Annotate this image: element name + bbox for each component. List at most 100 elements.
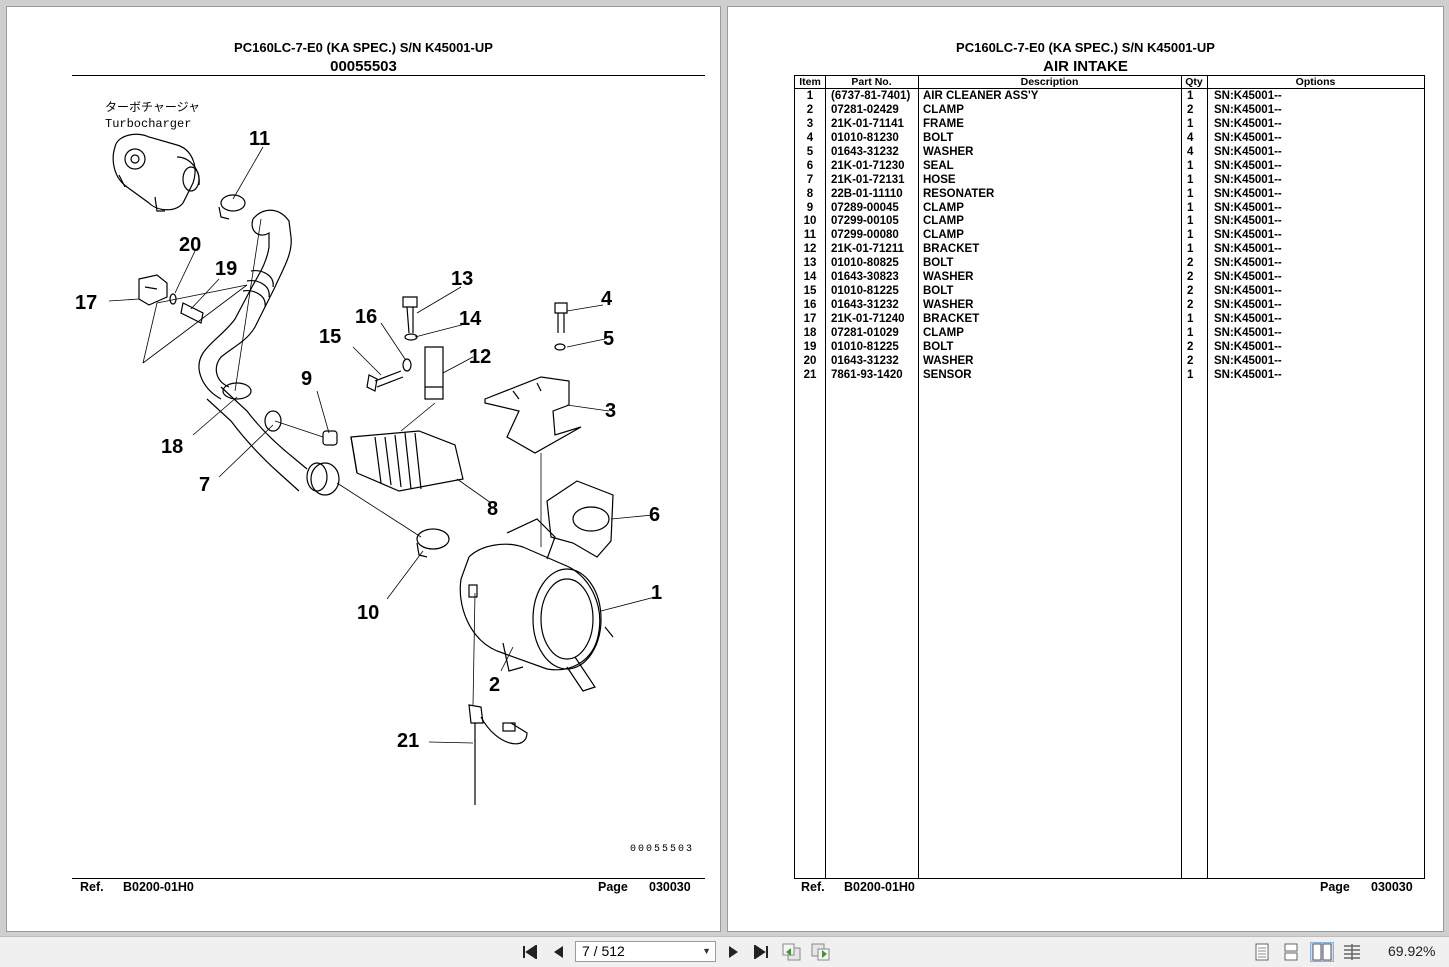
part-no-cell: 21K-01-71141 <box>831 117 904 130</box>
options-cell: SN:K45001-- <box>1214 173 1282 186</box>
options-cell: SN:K45001-- <box>1214 201 1282 214</box>
prev-page-icon[interactable] <box>548 942 568 962</box>
qty-cell: 1 <box>1187 215 1194 228</box>
description-cell: WASHER <box>923 354 974 367</box>
continuous-icon[interactable] <box>1281 942 1301 962</box>
callout-1: 1 <box>651 582 662 604</box>
qty-cell: 1 <box>1187 229 1194 242</box>
qty-cell: 1 <box>1187 326 1194 339</box>
item-cell: 7 <box>806 173 814 186</box>
part-no-cell: 07281-01029 <box>831 326 899 339</box>
callout-14: 14 <box>459 308 482 330</box>
page-title: PC160LC-7-E0 (KA SPEC.) S/N K45001-UP <box>234 40 493 55</box>
turbocharger-label-en: Turbocharger <box>105 117 191 131</box>
description-cell: AIR CLEANER ASS'Y <box>923 90 1039 102</box>
part-no-cell: 21K-01-71240 <box>831 313 905 325</box>
qty-cell: 1 <box>1187 159 1194 172</box>
description-cell: CLAMP <box>923 229 964 242</box>
item-cell: 10 <box>803 215 817 228</box>
ref-label: Ref. <box>801 880 825 894</box>
options-cell: SN:K45001-- <box>1214 299 1282 312</box>
chevron-down-icon[interactable]: ▼ <box>702 946 711 956</box>
next-view-icon[interactable] <box>810 942 832 962</box>
callout-8: 8 <box>487 498 498 520</box>
zoom-level[interactable]: 69.92% <box>1388 943 1436 959</box>
options-cell: SN:K45001-- <box>1214 257 1282 270</box>
qty-cell: 2 <box>1187 271 1194 284</box>
item-cell: 4 <box>806 131 814 144</box>
qty-cell: 1 <box>1187 243 1194 256</box>
item-cell: 17 <box>803 313 817 325</box>
description-cell: RESONATER <box>923 187 995 200</box>
item-cell: 18 <box>803 326 817 339</box>
qty-cell: 2 <box>1187 285 1194 298</box>
ref-label: Ref. <box>80 880 104 894</box>
options-cell: SN:K45001-- <box>1214 285 1282 298</box>
options-cell: SN:K45001-- <box>1214 187 1282 200</box>
options-cell: SN:K45001-- <box>1214 131 1282 144</box>
description-cell: BOLT <box>923 257 954 270</box>
col-description: Description <box>1020 76 1079 88</box>
page-label: Page <box>1320 880 1350 894</box>
item-cell: 2 <box>806 103 814 116</box>
part-no-cell: 01010-80825 <box>831 257 899 270</box>
page-value: 030030 <box>1371 880 1413 894</box>
part-no-cell: 22B-01-11110 <box>831 187 903 200</box>
first-page-icon[interactable] <box>520 942 540 962</box>
qty-cell: 4 <box>1187 145 1194 158</box>
callout-6: 6 <box>649 504 660 526</box>
callout-4: 4 <box>601 288 613 310</box>
two-page-continuous-icon[interactable] <box>1342 942 1362 962</box>
item-cell: 6 <box>806 159 814 172</box>
footer-rule <box>72 878 705 879</box>
callout-3: 3 <box>605 400 616 422</box>
description-cell: FRAME <box>923 117 964 130</box>
page-label: Page <box>598 880 628 894</box>
parts-diagram: 11 20 19 17 13 16 14 15 12 4 5 9 3 18 7 … <box>75 100 662 805</box>
item-cell: 1 <box>806 90 814 102</box>
item-cell: 19 <box>803 340 817 353</box>
item-cell: 14 <box>803 271 817 284</box>
part-no-cell: 01010-81225 <box>831 340 899 353</box>
part-no-cell: 01010-81225 <box>831 285 899 298</box>
options-cell: SN:K45001-- <box>1214 340 1282 353</box>
ref-value: B0200-01H0 <box>123 880 194 894</box>
options-cell: SN:K45001-- <box>1214 90 1282 102</box>
turbocharger-drawing <box>112 133 200 212</box>
item-cell: 20 <box>803 354 817 367</box>
two-page-icon[interactable] <box>1310 942 1334 962</box>
qty-cell: 1 <box>1187 313 1194 325</box>
description-cell: BRACKET <box>923 313 980 325</box>
options-cell: SN:K45001-- <box>1214 368 1282 381</box>
description-cell: BOLT <box>923 285 954 298</box>
part-no-cell: 01643-31232 <box>831 145 899 158</box>
qty-cell: 2 <box>1187 257 1194 270</box>
qty-cell: 2 <box>1187 354 1194 367</box>
viewer-toolbar: 7 / 512 ▼ 69.92% <box>0 936 1449 967</box>
page-indicator: 7 / 512 <box>582 943 625 959</box>
single-page-icon[interactable] <box>1252 942 1272 962</box>
qty-cell: 1 <box>1187 90 1194 102</box>
last-page-icon[interactable] <box>750 942 772 962</box>
part-no-cell: (6737-81-7401) <box>831 90 911 102</box>
table-row: 1 (6737-81-7401) AIR CLEANER ASS'Y 1 SN:K450… <box>795 89 1424 103</box>
callout-12: 12 <box>469 346 491 368</box>
options-cell: SN:K45001-- <box>1214 354 1282 367</box>
callout-2: 2 <box>489 674 500 696</box>
section-title: AIR INTAKE <box>1043 58 1128 75</box>
options-cell: SN:K45001-- <box>1214 117 1282 130</box>
page-left: PC160LC-7-E0 (KA SPEC.) S/N K45001-UP 00… <box>6 6 721 932</box>
next-page-icon[interactable] <box>724 942 744 962</box>
page-number-input[interactable]: 7 / 512 ▼ <box>575 941 716 962</box>
item-cell: 5 <box>806 145 814 158</box>
prev-view-icon[interactable] <box>781 942 803 962</box>
description-cell: CLAMP <box>923 201 964 214</box>
